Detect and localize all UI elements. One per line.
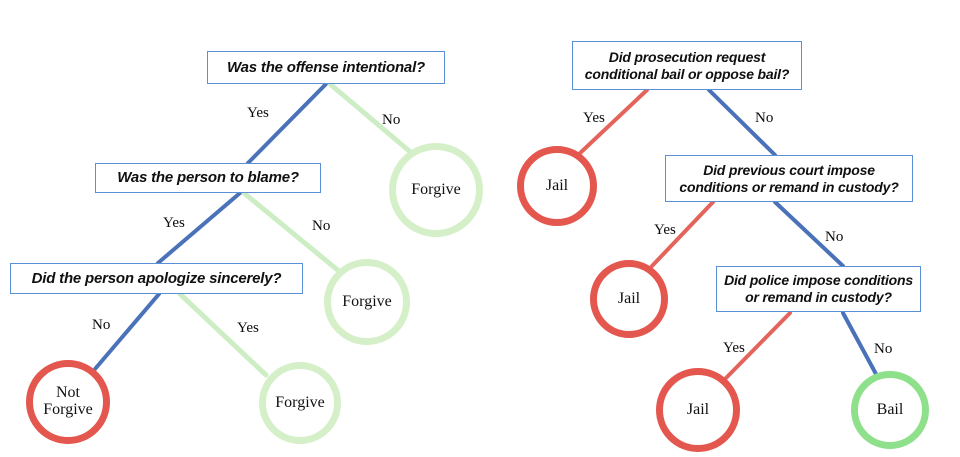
tree-edge-b1-yes xyxy=(576,88,649,157)
tree-edge-e1-yes xyxy=(246,82,328,165)
leaf-node-jail-mid[interactable]: Jail xyxy=(590,260,668,338)
leaf-node-label: Jail xyxy=(686,400,710,418)
edge-label-b2-yes: Yes xyxy=(654,222,676,238)
leaf-node-forgive-bottom[interactable]: Forgive xyxy=(259,362,341,444)
decision-node-police-impose[interactable]: Did police impose conditions or remand i… xyxy=(716,266,921,312)
tree-edge-b3-yes xyxy=(724,311,792,380)
edge-label-e3-no: No xyxy=(92,317,111,333)
leaf-node-label: Jail xyxy=(617,289,641,307)
decision-node-label: Was the person to blame? xyxy=(117,169,299,187)
decision-node-apologize-sincerely[interactable]: Did the person apologize sincerely? xyxy=(10,263,303,294)
leaf-node-jail-top[interactable]: Jail xyxy=(517,146,597,226)
decision-node-previous-court[interactable]: Did previous court impose conditions or … xyxy=(665,155,913,202)
decision-node-label: Did previous court impose conditions or … xyxy=(679,161,899,195)
decision-node-offense-intentional[interactable]: Was the offense intentional? xyxy=(207,51,445,84)
leaf-node-bail[interactable]: Bail xyxy=(851,371,929,449)
edge-label-b2-no: No xyxy=(825,229,844,245)
decision-node-label: Did the person apologize sincerely? xyxy=(31,269,282,287)
decision-node-person-to-blame[interactable]: Was the person to blame? xyxy=(95,163,321,193)
leaf-node-label: Forgive xyxy=(275,393,325,411)
tree-edge-e2-no xyxy=(241,190,343,275)
tree-edge-e3-yes xyxy=(177,291,269,378)
leaf-node-not-forgive[interactable]: Not Forgive xyxy=(26,360,110,444)
edge-label-e3-yes: Yes xyxy=(237,320,259,336)
tree-edge-e2-yes xyxy=(156,191,242,265)
tree-edge-e3-no xyxy=(93,292,161,371)
edge-label-e1-no: No xyxy=(382,112,401,128)
decision-node-label: Did police impose conditions or remand i… xyxy=(724,272,913,305)
edge-label-b1-yes: Yes xyxy=(583,110,605,126)
tree-edge-b3-no xyxy=(841,311,878,376)
edge-label-e2-no: No xyxy=(312,218,331,234)
decision-node-label: Did prosecution request conditional bail… xyxy=(584,48,790,82)
leaf-node-label: Not Forgive xyxy=(43,384,93,418)
tree-edge-b1-no xyxy=(707,88,777,157)
decision-node-label: Was the offense intentional? xyxy=(226,58,426,76)
edge-label-e1-yes: Yes xyxy=(247,105,269,121)
edge-label-e2-yes: Yes xyxy=(163,215,185,231)
leaf-node-forgive-top[interactable]: Forgive xyxy=(389,143,483,237)
edge-label-b3-yes: Yes xyxy=(723,340,745,356)
leaf-node-label: Jail xyxy=(545,176,569,194)
leaf-node-label: Forgive xyxy=(411,180,461,198)
leaf-node-label: Bail xyxy=(876,400,904,418)
leaf-node-forgive-mid[interactable]: Forgive xyxy=(324,259,410,345)
tree-edge-e1-no xyxy=(327,81,417,158)
tree-edge-b2-yes xyxy=(650,200,715,268)
edge-label-b3-no: No xyxy=(874,341,893,357)
decision-node-prosecution-request[interactable]: Did prosecution request conditional bail… xyxy=(572,41,802,90)
leaf-node-label: Forgive xyxy=(342,292,392,310)
leaf-node-jail-bottom[interactable]: Jail xyxy=(656,368,740,452)
tree-edge-b2-no xyxy=(773,200,845,268)
edge-label-b1-no: No xyxy=(755,110,774,126)
